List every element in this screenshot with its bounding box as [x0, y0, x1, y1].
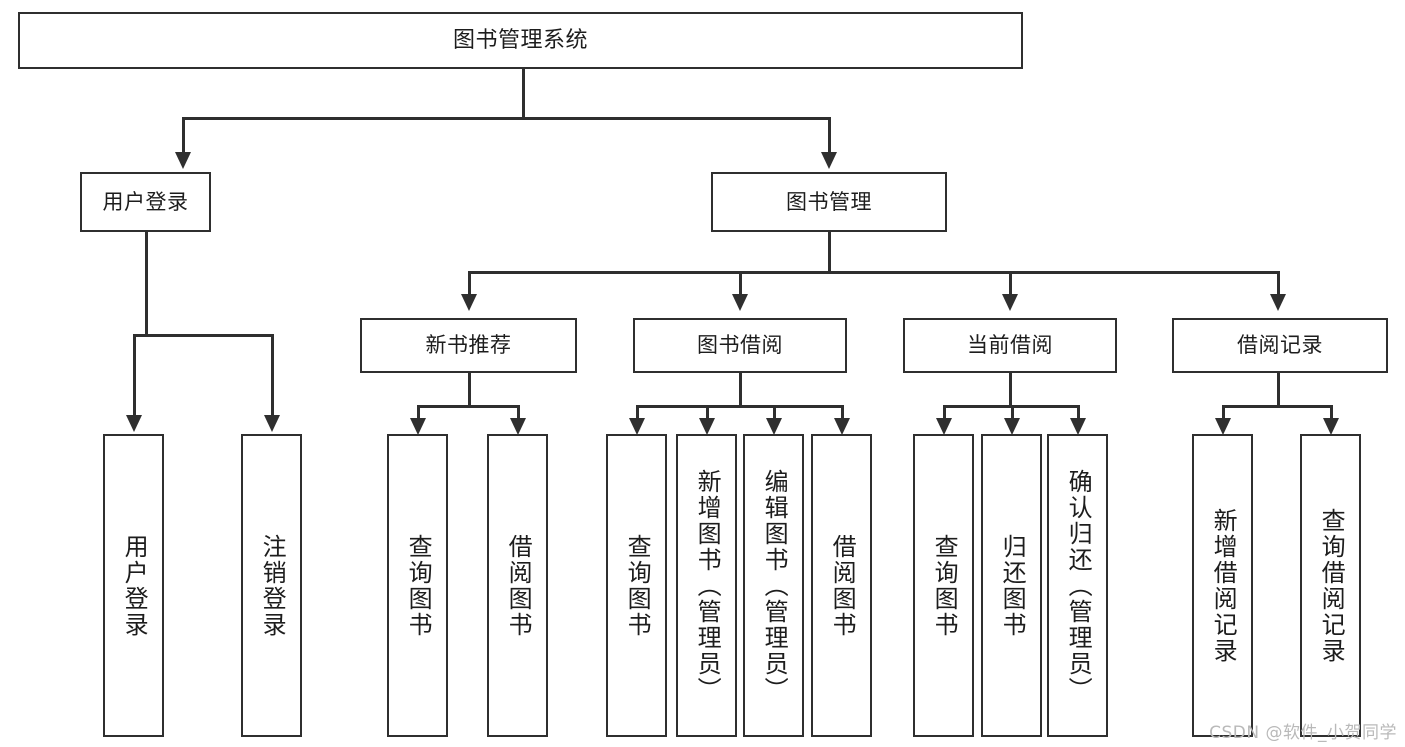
node-leaf-query-record[interactable]: 查询借阅记录 [1300, 434, 1361, 737]
arrowhead-add-record [1215, 418, 1231, 435]
node-book-borrow[interactable]: 图书借阅 [633, 318, 847, 373]
node-leaf-add-book-label: 新增图书（管理员） [693, 468, 722, 703]
connector-root-to-user-login [182, 117, 185, 153]
node-leaf-query-book-3[interactable]: 查询图书 [913, 434, 974, 737]
node-leaf-query-book-3-label: 查询图书 [930, 533, 959, 638]
arrowhead-leaf-logout [264, 415, 280, 432]
arrowhead-borrow-book-2 [834, 418, 850, 435]
arrowhead-user-login [175, 152, 191, 169]
arrowhead-new-book-rec [461, 294, 477, 311]
arrowhead-query-book-1 [410, 418, 426, 435]
arrowhead-borrow-record [1270, 294, 1286, 311]
node-book-manage[interactable]: 图书管理 [711, 172, 947, 232]
connector-user-login-to-leaf2 [271, 334, 274, 416]
arrowhead-leaf-user-login [126, 415, 142, 432]
connector-bm-to-borrow [739, 271, 742, 295]
connector-cb-to-c3 [1077, 405, 1080, 419]
connector-bb-to-c4 [841, 405, 844, 419]
connector-bm-to-record [1277, 271, 1280, 295]
node-leaf-confirm-return-label: 确认归还（管理员） [1064, 468, 1093, 703]
node-leaf-borrow-book-2-label: 借阅图书 [828, 533, 857, 638]
arrowhead-query-record [1323, 418, 1339, 435]
node-leaf-query-book-2-label: 查询图书 [623, 533, 652, 638]
connector-current-stem [1009, 373, 1012, 406]
node-leaf-logout-label: 注销登录 [258, 533, 287, 638]
node-user-login[interactable]: 用户登录 [80, 172, 211, 232]
connector-cb-to-c1 [943, 405, 946, 419]
node-leaf-query-book-1[interactable]: 查询图书 [387, 434, 448, 737]
connector-root-to-book-manage [828, 117, 831, 153]
node-leaf-logout[interactable]: 注销登录 [241, 434, 302, 737]
arrowhead-query-book-3 [936, 418, 952, 435]
connector-br-to-c2 [1330, 405, 1333, 419]
connector-user-login-stem [145, 232, 148, 335]
node-leaf-borrow-book-2[interactable]: 借阅图书 [811, 434, 872, 737]
connector-record-stem [1277, 373, 1280, 406]
arrowhead-edit-book [766, 418, 782, 435]
node-leaf-edit-book-label: 编辑图书（管理员） [760, 468, 789, 703]
connector-cb-to-c2 [1011, 405, 1014, 419]
connector-newbook-to-c2 [517, 405, 520, 419]
node-leaf-borrow-book-1[interactable]: 借阅图书 [487, 434, 548, 737]
node-leaf-query-book-1-label: 查询图书 [404, 533, 433, 638]
node-leaf-return-book[interactable]: 归还图书 [981, 434, 1042, 737]
arrowhead-current-borrow [1002, 294, 1018, 311]
node-borrow-record-label: 借阅记录 [1237, 333, 1323, 358]
arrowhead-book-borrow [732, 294, 748, 311]
node-new-book-rec-label: 新书推荐 [425, 333, 512, 358]
node-leaf-add-record[interactable]: 新增借阅记录 [1192, 434, 1253, 737]
connector-bm-to-newbook [468, 271, 471, 295]
arrowhead-return-book [1004, 418, 1020, 435]
watermark: CSDN @软件_小贺同学 [1209, 723, 1397, 743]
connector-bb-to-c3 [773, 405, 776, 419]
node-book-manage-label: 图书管理 [786, 189, 872, 214]
node-borrow-record[interactable]: 借阅记录 [1172, 318, 1388, 373]
connector-user-login-bus [133, 334, 273, 337]
connector-user-login-to-leaf1 [133, 334, 136, 416]
node-current-borrow[interactable]: 当前借阅 [903, 318, 1117, 373]
arrowhead-add-book [699, 418, 715, 435]
arrowhead-borrow-book-1 [510, 418, 526, 435]
node-book-borrow-label: 图书借阅 [697, 333, 783, 358]
node-leaf-user-login-label: 用户登录 [120, 533, 149, 638]
connector-root-bus [182, 117, 831, 120]
node-leaf-query-record-label: 查询借阅记录 [1317, 507, 1346, 664]
node-user-login-label: 用户登录 [102, 189, 189, 214]
connector-book-manage-stem [828, 232, 831, 272]
node-leaf-return-book-label: 归还图书 [998, 533, 1027, 638]
connector-br-to-c1 [1222, 405, 1225, 419]
node-leaf-add-book[interactable]: 新增图书（管理员） [676, 434, 737, 737]
node-leaf-add-record-label: 新增借阅记录 [1209, 507, 1238, 664]
arrowhead-confirm-return [1070, 418, 1086, 435]
node-new-book-rec[interactable]: 新书推荐 [360, 318, 577, 373]
node-root-label: 图书管理系统 [452, 27, 588, 53]
connector-bookborrow-stem [739, 373, 742, 406]
connector-newbook-bus [417, 405, 519, 408]
node-leaf-confirm-return[interactable]: 确认归还（管理员） [1047, 434, 1108, 737]
connector-book-manage-bus [468, 271, 1278, 274]
connector-bb-to-c1 [636, 405, 639, 419]
node-leaf-user-login[interactable]: 用户登录 [103, 434, 164, 737]
connector-bb-to-c2 [706, 405, 709, 419]
node-leaf-query-book-2[interactable]: 查询图书 [606, 434, 667, 737]
node-leaf-borrow-book-1-label: 借阅图书 [504, 533, 533, 638]
connector-record-bus [1222, 405, 1332, 408]
connector-newbook-to-c1 [417, 405, 420, 419]
connector-bookborrow-bus [636, 405, 843, 408]
connector-root-stem [522, 68, 525, 118]
arrowhead-book-manage [821, 152, 837, 169]
connector-bm-to-current [1009, 271, 1012, 295]
node-root[interactable]: 图书管理系统 [18, 12, 1023, 69]
node-leaf-edit-book[interactable]: 编辑图书（管理员） [743, 434, 804, 737]
node-current-borrow-label: 当前借阅 [967, 333, 1053, 358]
connector-newbook-stem [468, 373, 471, 406]
arrowhead-query-book-2 [629, 418, 645, 435]
